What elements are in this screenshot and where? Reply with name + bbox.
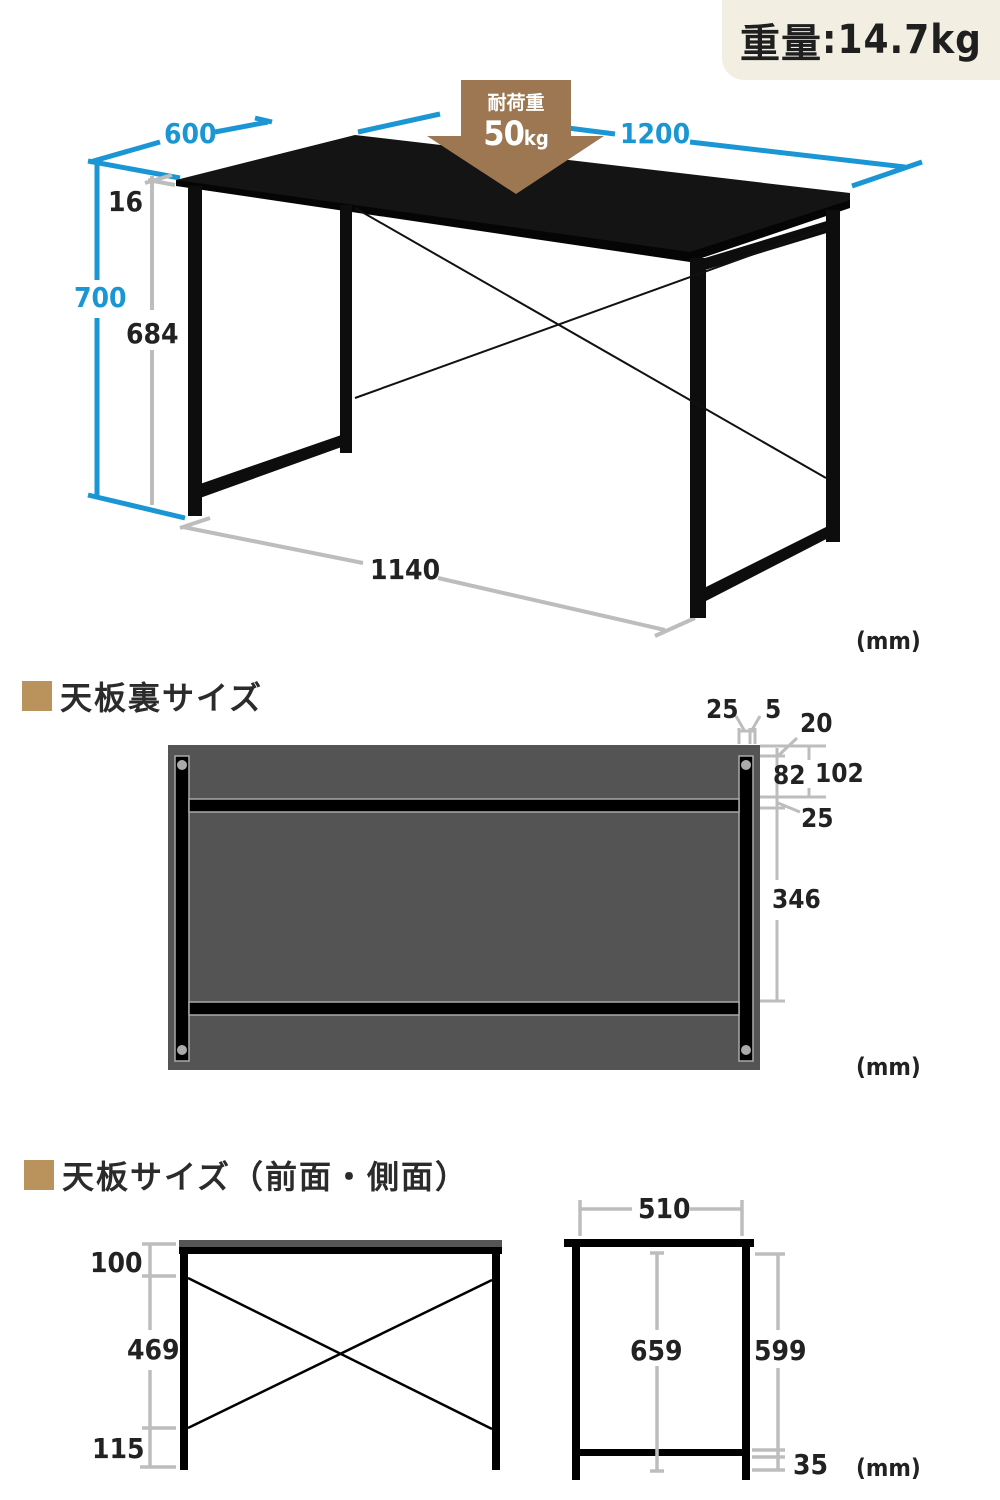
section-title-underside: 天板裏サイズ — [22, 673, 263, 719]
load-value: 50 — [483, 114, 525, 154]
dim-front-bottom-115: 115 — [92, 1432, 145, 1465]
weight-value: 14.7kg — [837, 17, 982, 63]
dim-top-thickness-16: 16 — [108, 185, 144, 218]
dim-height-700: 700 — [74, 281, 127, 314]
section-title-front-side: 天板サイズ（前面・側面） — [24, 1152, 469, 1198]
underside-side-rails — [174, 755, 754, 1062]
dim-inner-width-1140: 1140 — [370, 553, 441, 586]
section-title-text: 天板サイズ（前面・側面） — [62, 1158, 470, 1196]
weight-label: 重量 — [740, 21, 823, 67]
load-unit: kg — [523, 126, 549, 150]
grey-dimension-lines — [144, 173, 696, 638]
cross-brace — [354, 207, 827, 479]
section-marker-icon — [22, 681, 52, 711]
load-arrow-shape — [427, 80, 604, 194]
dim-leg-width-25: 25 — [706, 695, 739, 725]
dim-front-top-100: 100 — [90, 1246, 143, 1279]
side-view — [564, 1239, 754, 1480]
unit-label-1: (mm) — [856, 627, 921, 655]
dim-side-clearance-599: 599 — [754, 1334, 807, 1367]
dim-side-foot-35: 35 — [793, 1448, 829, 1481]
load-arrow-value: 50kg — [461, 114, 571, 154]
dim-side-width-510: 510 — [638, 1192, 691, 1225]
dim-rail-total-102: 102 — [815, 759, 864, 789]
side-dimension-lines — [578, 1200, 785, 1473]
dim-rail-width-25: 25 — [801, 804, 834, 834]
unit-label-3: (mm) — [856, 1454, 921, 1482]
dim-front-middle-469: 469 — [127, 1333, 180, 1366]
weight-badge: 重量:14.7kg — [722, 0, 1000, 80]
front-view — [179, 1240, 502, 1470]
desk-top — [176, 135, 850, 258]
underside-diagram — [168, 715, 826, 1070]
desk-perspective-illustration — [87, 80, 923, 638]
section-title-text: 天板裏サイズ — [60, 679, 264, 717]
desk-legs — [188, 186, 840, 618]
load-arrow-label: 耐荷重 — [487, 92, 545, 114]
weight-separator: : — [822, 17, 838, 63]
dim-side-inner-659: 659 — [630, 1334, 683, 1367]
section-marker-icon — [24, 1160, 54, 1190]
dim-rail-offset-82: 82 — [773, 761, 806, 791]
dim-edge-gap-5: 5 — [765, 695, 782, 725]
dim-rail-spacing-346: 346 — [772, 885, 821, 915]
unit-label-2: (mm) — [856, 1053, 921, 1081]
dim-top-gap-20: 20 — [800, 709, 833, 739]
dim-leg-height-684: 684 — [126, 317, 179, 350]
dim-depth-600: 600 — [164, 117, 217, 150]
underside-cross-rails — [188, 798, 740, 1016]
dim-width-1200: 1200 — [620, 117, 691, 150]
